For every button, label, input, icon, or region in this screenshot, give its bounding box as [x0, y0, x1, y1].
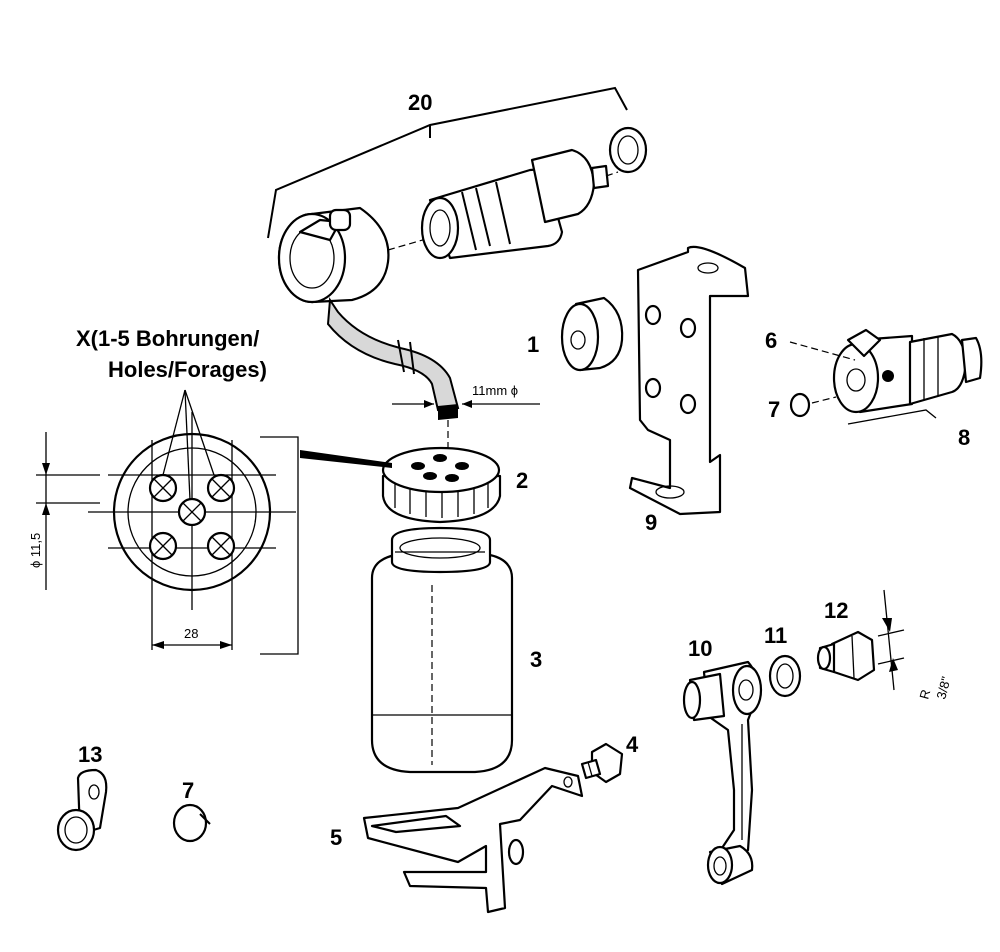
reservoir-bottle: [370, 526, 514, 774]
washer-part-11: [768, 654, 802, 698]
hose-diameter-label: 11mm ϕ: [472, 383, 518, 398]
label-7-bottom: 7: [182, 778, 194, 803]
hole-spacing-dimension: 28: [152, 626, 232, 649]
mounting-bracket-9: [628, 245, 750, 516]
clip-part-1: [560, 296, 624, 372]
connector-assembly-8: [832, 328, 983, 425]
hole-5: [206, 531, 236, 561]
hole-spacing-label: 28: [184, 626, 198, 641]
hole-2: [206, 473, 236, 503]
o-ring-7-bottom: [172, 803, 211, 843]
assembly-20-bracket: [267, 86, 628, 239]
fitting-part-12: [816, 630, 876, 682]
hole-4: [148, 531, 178, 561]
hole-pattern-detail: [88, 389, 392, 655]
bracket-ring-13: [56, 768, 108, 852]
label-10: 10: [688, 636, 712, 661]
thread-size-label: 3/8": [933, 675, 953, 701]
label-5: 5: [330, 825, 342, 850]
hole-1: [148, 473, 178, 503]
hole-diameter-dimension: ϕ 11,5: [28, 432, 100, 590]
label-7-top: 7: [768, 397, 780, 422]
screw-part-4: [580, 742, 624, 784]
thread-dimension: R 3/8": [877, 589, 954, 701]
sealing-ring-20: [608, 126, 648, 174]
label-20: 20: [408, 90, 432, 115]
label-8: 8: [958, 425, 970, 450]
reservoir-cap: [381, 446, 502, 524]
hose: [326, 297, 460, 452]
bottle-bracket-5: [362, 766, 584, 914]
label-12: 12: [824, 598, 848, 623]
callout-line-1: X(1-5 Bohrungen/: [76, 326, 259, 351]
hose-diameter-dimension: 11mm ϕ: [392, 383, 540, 408]
label-9: 9: [645, 510, 657, 535]
hole-3: [177, 497, 207, 527]
socket-assembly: [277, 206, 441, 304]
label-6: 6: [765, 328, 777, 353]
plug-connector: [420, 148, 619, 260]
label-1: 1: [527, 332, 539, 357]
lever-part-10: [682, 660, 763, 886]
label-4: 4: [626, 732, 639, 757]
label-11: 11: [764, 623, 787, 648]
label-3: 3: [530, 647, 542, 672]
leader-6: [789, 341, 856, 361]
o-ring-7-top: [789, 392, 837, 418]
callout-line-2: Holes/Forages): [108, 357, 267, 382]
thread-r-label: R: [916, 688, 933, 701]
label-13: 13: [78, 742, 102, 767]
hole-diameter-label: ϕ 11,5: [28, 533, 43, 568]
label-2: 2: [516, 468, 528, 493]
